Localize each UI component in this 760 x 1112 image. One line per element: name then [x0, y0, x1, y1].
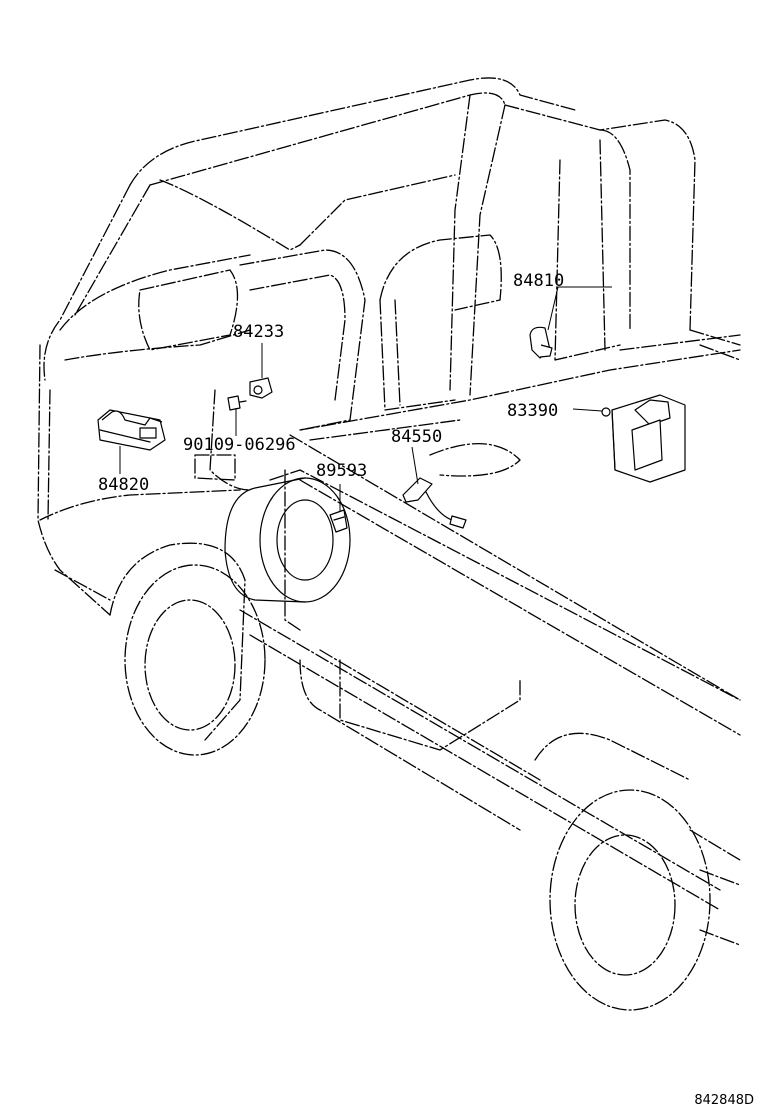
part-label-89593: 89593 — [316, 461, 367, 481]
part-83390-module — [601, 394, 686, 483]
truck-outline — [37, 77, 741, 1011]
part-label-84820: 84820 — [98, 475, 149, 495]
part-89593-sensor — [329, 509, 348, 533]
part-84810-switch — [529, 326, 553, 359]
illustration-code: 842848D — [694, 1093, 754, 1108]
part-label-84233: 84233 — [233, 322, 284, 342]
part-90109-bolt — [227, 395, 247, 411]
part-label-90109: 90109-06296 — [183, 435, 296, 455]
part-label-84810: 84810 — [513, 271, 564, 291]
part-84820-switch-assembly — [97, 409, 166, 451]
leader-lines — [119, 286, 612, 512]
part-label-83390: 83390 — [507, 401, 558, 421]
part-label-84550: 84550 — [391, 427, 442, 447]
part-84233-switch — [249, 377, 273, 399]
